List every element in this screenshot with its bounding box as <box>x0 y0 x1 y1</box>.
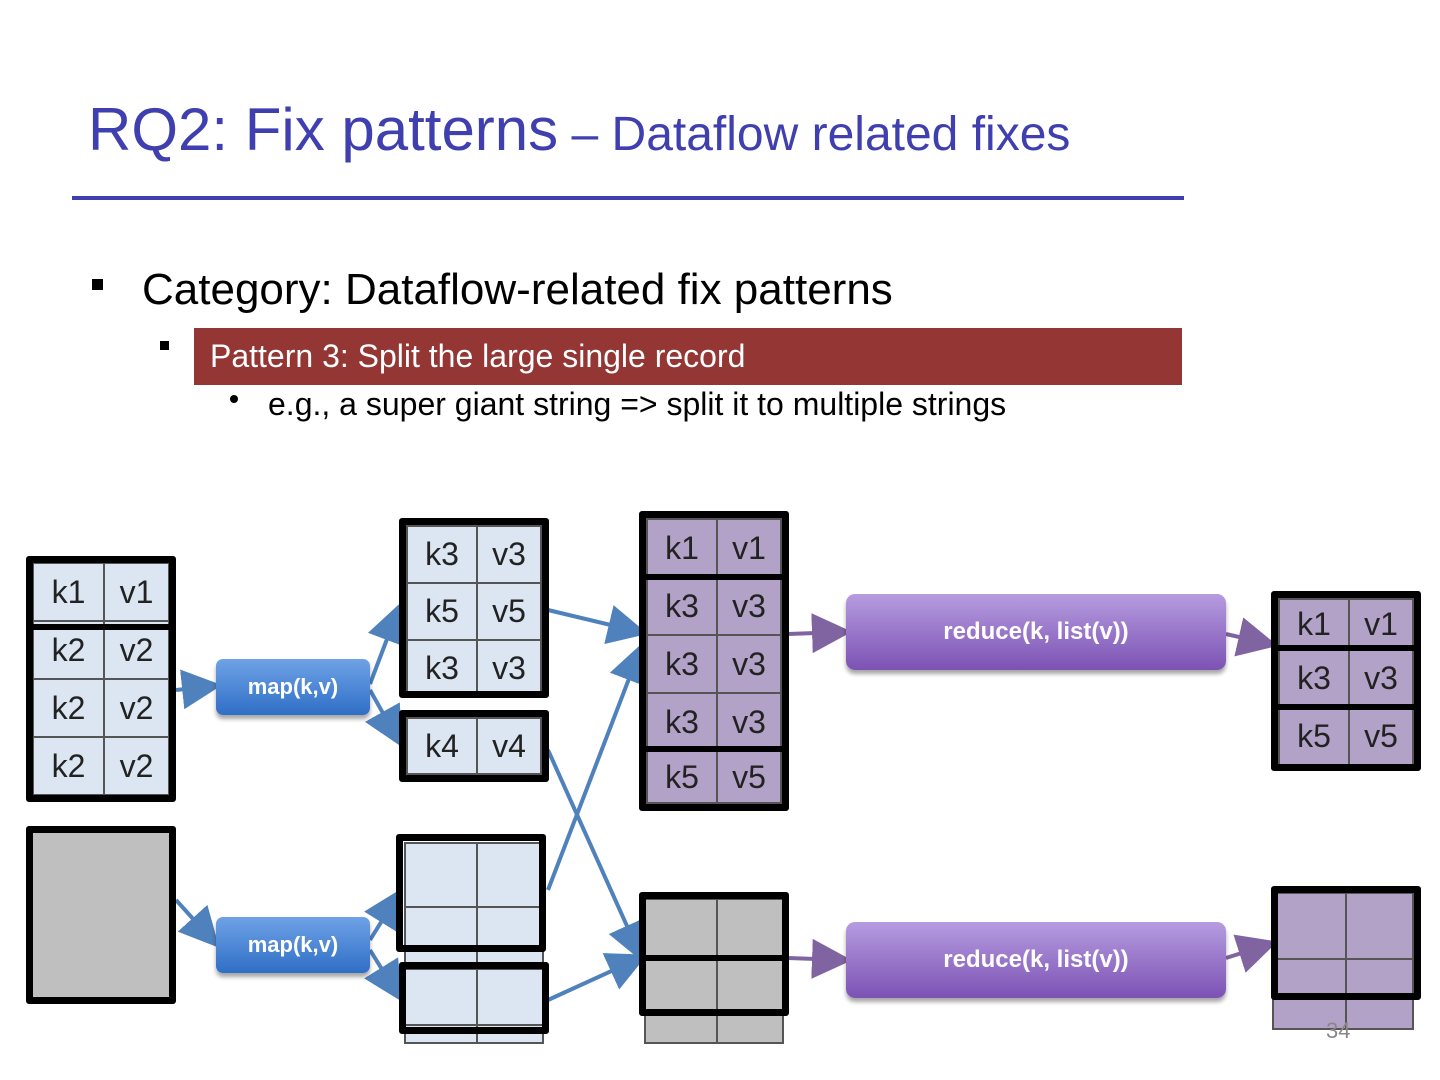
arrow-out-a-to-shuffle-top <box>547 605 648 645</box>
table-cell <box>644 898 718 958</box>
map-function-button-bottom: map(k,v) <box>216 917 370 973</box>
table-cell: k5 <box>646 750 718 804</box>
arrow-shuffle-to-reduce-top <box>787 613 852 654</box>
input-records-frame <box>26 556 176 802</box>
record-separator <box>646 746 782 752</box>
reduce-function-button-bottom: reduce(k, list(v)) <box>846 922 1226 998</box>
map-output-d-frame <box>399 962 549 1034</box>
arrow-out-b-to-shuffle-bottom <box>546 749 646 963</box>
reduce-output-bottom-frame <box>1271 886 1421 1000</box>
table-cell: v3 <box>476 525 542 584</box>
table-cell: k3 <box>406 639 478 698</box>
table-cell <box>1272 892 1347 960</box>
title-underline <box>72 196 1184 200</box>
bullet-square-icon <box>92 279 103 290</box>
shuffle-group-bottom-frame <box>639 892 789 1016</box>
table-cell: k3 <box>406 525 478 584</box>
arrow-input2-to-map-bottom <box>174 898 220 948</box>
table-cell <box>1272 994 1347 1030</box>
large-single-record <box>26 826 176 1004</box>
arrow-map2-to-out-d <box>364 948 403 1002</box>
table-cell <box>716 898 784 958</box>
table-cell: k1 <box>646 518 718 578</box>
table-cell <box>476 968 544 1026</box>
record-separator <box>1278 704 1414 710</box>
record-separator <box>1278 645 1414 651</box>
table-cell: v3 <box>716 634 782 694</box>
arrow-shuffle-to-reduce-bottom <box>787 938 852 979</box>
map-output-b-frame <box>399 710 549 782</box>
table-cell <box>404 968 478 1026</box>
arrow-map-to-out-b <box>364 689 402 747</box>
record-separator <box>644 955 784 961</box>
table-cell: v1 <box>103 562 170 622</box>
shuffle-group-bottom-table <box>644 898 784 1044</box>
table-cell: v3 <box>1348 648 1414 708</box>
record-separator <box>32 624 170 630</box>
arrow-out-c-to-shuffle-top <box>546 642 648 891</box>
title-main: RQ2: Fix patterns <box>88 96 559 163</box>
table-cell: v3 <box>716 692 782 752</box>
table-cell: v5 <box>476 582 542 641</box>
table-cell: k3 <box>646 634 718 694</box>
table-cell <box>404 842 478 908</box>
table-cell: v2 <box>103 736 170 796</box>
map-output-a-frame <box>399 518 549 698</box>
table-cell <box>644 956 718 1014</box>
table-cell: v5 <box>1348 706 1414 766</box>
table-cell: k3 <box>646 692 718 752</box>
table-cell: k1 <box>32 562 105 622</box>
table-cell <box>1345 958 1414 996</box>
table-cell <box>1345 892 1414 960</box>
table-cell: v2 <box>103 620 170 680</box>
arrow-map-to-out-a <box>367 602 406 685</box>
bullet-level1: Category: Dataflow-related fix patterns <box>142 265 893 314</box>
arrow-input-to-map-top <box>175 669 222 710</box>
table-cell <box>716 1012 784 1044</box>
table-cell: k5 <box>406 582 478 641</box>
bullet-level3: e.g., a super giant string => split it t… <box>268 386 1007 422</box>
map-output-c-frame <box>396 834 546 952</box>
page-number: 34 <box>1326 1018 1351 1043</box>
reduce-output-bottom-table <box>1272 892 1414 1030</box>
pattern-banner: Pattern 3: Split the large single record <box>194 328 1182 385</box>
arrow-reduce-to-output-top <box>1225 617 1278 657</box>
table-cell: v5 <box>716 750 782 804</box>
table-cell <box>1345 994 1414 1030</box>
bullet-square-small-icon <box>160 341 169 350</box>
table-cell: v3 <box>716 576 782 636</box>
bullet-dot-icon <box>230 395 238 403</box>
table-cell: v1 <box>1348 598 1414 650</box>
arrow-map2-to-out-c <box>364 888 403 942</box>
arrow-reduce-to-output-bottom <box>1225 934 1278 973</box>
shuffle-group-top-frame <box>639 511 789 811</box>
table-cell: v4 <box>476 717 542 775</box>
map-function-button: map(k,v) <box>216 659 370 715</box>
table-cell: v3 <box>476 639 542 698</box>
table-cell: k2 <box>32 620 105 680</box>
reduce-function-button: reduce(k, list(v)) <box>846 594 1226 670</box>
table-cell <box>644 1012 718 1044</box>
record-separator <box>646 574 782 580</box>
table-cell: k3 <box>646 576 718 636</box>
table-cell: v2 <box>103 678 170 738</box>
slide-title: RQ2: Fix patterns – Dataflow related fix… <box>88 100 1070 160</box>
table-cell: k4 <box>406 717 478 775</box>
arrow-out-d-to-shuffle-bottom <box>547 953 648 1002</box>
title-sub: – Dataflow related fixes <box>558 108 1071 161</box>
reduce-output-top-frame <box>1271 591 1421 771</box>
table-cell: k2 <box>32 736 105 796</box>
table-cell <box>404 906 478 968</box>
map-output-d-table <box>404 968 544 1044</box>
table-cell: k2 <box>32 678 105 738</box>
